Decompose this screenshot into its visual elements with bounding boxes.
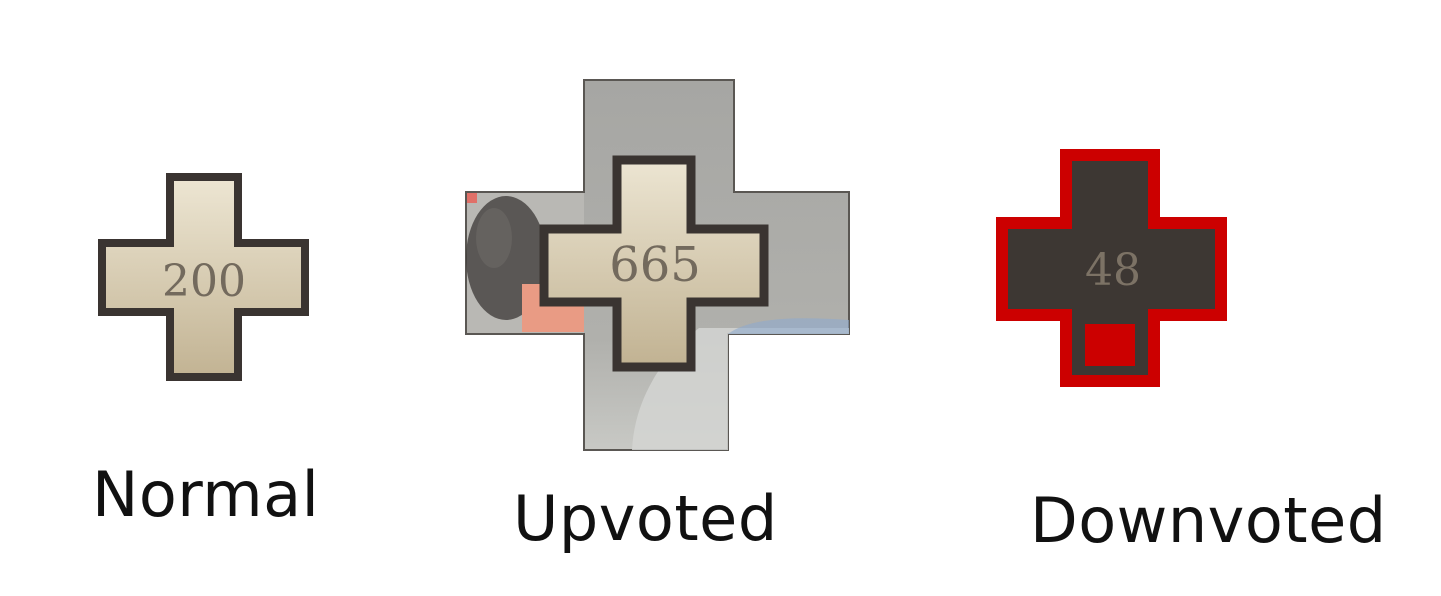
downvote-marker [1079,318,1141,372]
vote-count: 48 [1085,245,1141,296]
cross-vote-icon [539,155,769,372]
vote-badge-normal[interactable]: 200 [98,173,310,381]
vote-badge-upvoted[interactable]: 665 [464,78,852,452]
caption-upvoted: Upvoted [513,482,778,555]
cross-vote-icon [996,149,1227,387]
cross-vote-icon [98,173,309,381]
vote-badge-downvoted[interactable]: 48 [996,149,1228,387]
vote-count: 200 [162,256,246,307]
caption-normal: Normal [92,458,320,531]
caption-downvoted: Downvoted [1030,484,1387,557]
vote-count: 665 [609,237,701,293]
